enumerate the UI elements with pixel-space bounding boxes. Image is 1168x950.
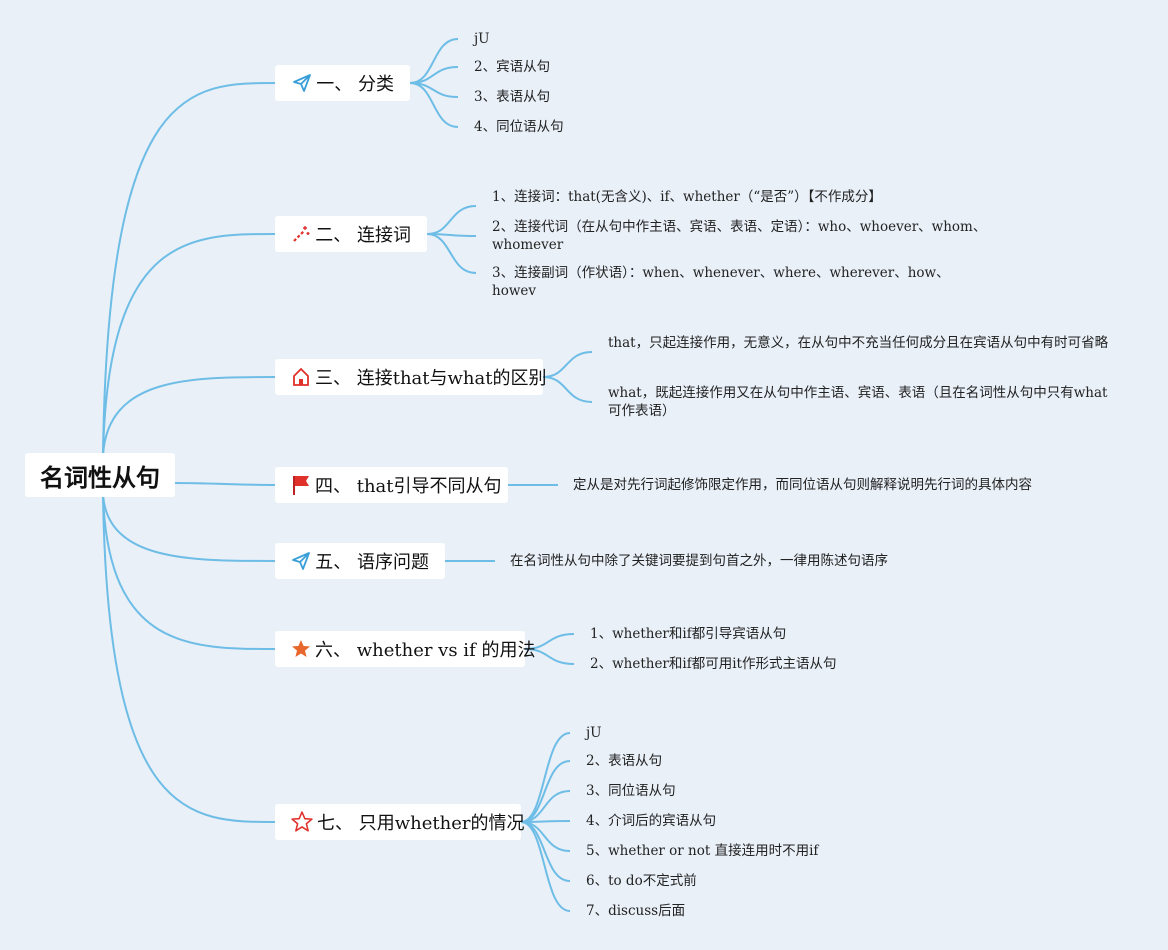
leaf-topic[interactable]: what，既起连接作用又在从句中作主语、宾语、表语（且在名词性从句中只有what… (608, 385, 1108, 419)
leaf-topic[interactable]: 4、介词后的宾语从句 (586, 813, 717, 829)
branch-label: 五、 语序问题 (315, 552, 429, 573)
leaf-connector (520, 760, 571, 823)
branch-label: 七、 只用whether的情况 (317, 813, 525, 834)
branch-topic-1[interactable]: 一、 分类 (275, 65, 410, 101)
paper-plane-icon (291, 550, 311, 572)
leaf-topic[interactable]: 3、连接副词（作状语）：when、whenever、where、wherever… (492, 265, 950, 299)
leaf-connector (426, 233, 477, 274)
leaf-topic[interactable]: 3、表语从句 (474, 89, 551, 105)
leaf-topic[interactable]: 2、whether和if都可用it作形式主语从句 (590, 656, 837, 672)
leaf-connector (409, 82, 459, 128)
leaf-topic[interactable]: jU (586, 725, 602, 741)
leaf-connector (520, 732, 571, 823)
root-connector (102, 494, 276, 650)
leaf-connector (524, 648, 575, 665)
leaf-topic[interactable]: 4、同位语从句 (474, 119, 564, 135)
flag-icon (291, 474, 311, 496)
leaf-topic[interactable]: 5、whether or not 直接连用时不用if (586, 843, 819, 859)
leaf-topic[interactable]: 2、连接代词（在从句中作主语、宾语、表语、定语）：who、whoever、who… (492, 219, 987, 253)
leaf-topic[interactable]: 6、to do不定式前 (586, 873, 697, 889)
root-connector (102, 494, 276, 562)
house-icon (291, 366, 311, 388)
root-connector (102, 82, 276, 456)
leaf-topic[interactable]: jU (474, 31, 490, 47)
branch-label: 四、 that引导不同从句 (315, 476, 502, 497)
leaf-connector (542, 351, 593, 378)
leaf-topic[interactable]: 7、discuss后面 (586, 903, 686, 919)
leaf-topic[interactable]: 1、连接词：that(无含义)、if、whether（“是否”）【不作成分】 (492, 189, 882, 205)
root-connector (102, 494, 276, 823)
branch-label: 一、 分类 (316, 74, 394, 95)
branch-topic-4[interactable]: 四、 that引导不同从句 (275, 467, 508, 503)
paper-plane-icon (291, 72, 312, 94)
leaf-topic[interactable]: 3、同位语从句 (586, 783, 676, 799)
branch-topic-3[interactable]: 三、 连接that与what的区别 (275, 359, 547, 395)
leaf-topic[interactable]: 1、whether和if都引导宾语从句 (590, 626, 787, 642)
branch-label: 六、 whether vs if 的用法 (315, 640, 536, 661)
leaf-topic[interactable]: 定从是对先行词起修饰限定作用，而同位语从句则解释说明先行词的具体内容 (573, 477, 1032, 493)
branch-label: 三、 连接that与what的区别 (315, 368, 547, 389)
leaf-connector (520, 821, 571, 912)
magic-wand-icon (291, 223, 311, 245)
leaf-connector (520, 820, 571, 823)
branch-label: 二、 连接词 (315, 225, 411, 246)
branch-topic-6[interactable]: 六、 whether vs if 的用法 (275, 631, 535, 667)
leaf-topic[interactable]: 2、表语从句 (586, 753, 663, 769)
root-connector (102, 233, 276, 456)
branch-topic-7[interactable]: 七、 只用whether的情况 (275, 804, 525, 840)
leaf-topic[interactable]: 2、宾语从句 (474, 59, 551, 75)
root-connector (102, 376, 276, 456)
leaf-topic[interactable]: 在名词性从句中除了关键词要提到句首之外，一律用陈述句语序 (510, 553, 888, 569)
branch-topic-2[interactable]: 二、 连接词 (275, 216, 427, 252)
leaf-connector (426, 205, 477, 235)
leaf-connector (542, 376, 593, 403)
star-outline-icon (291, 811, 313, 833)
star-filled-icon (291, 638, 311, 660)
leaf-topic[interactable]: that，只起连接作用，无意义，在从句中不充当任何成分且在宾语从句中有时可省略 (608, 335, 1109, 351)
root-topic[interactable]: 名词性从句 (25, 453, 175, 497)
leaf-connector (520, 790, 571, 823)
root-connector (174, 482, 276, 486)
leaf-connector (409, 38, 459, 84)
branch-topic-5[interactable]: 五、 语序问题 (275, 543, 445, 579)
